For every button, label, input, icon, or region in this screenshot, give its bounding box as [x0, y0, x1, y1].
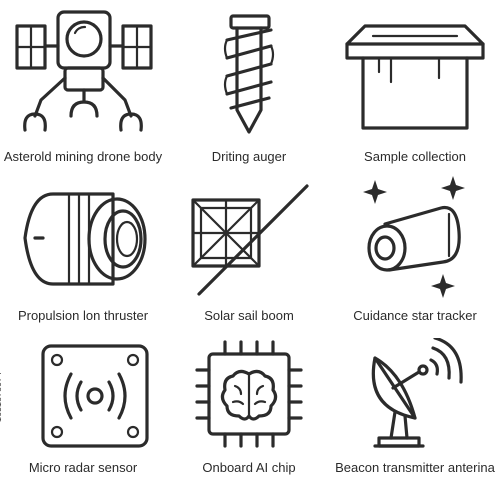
star-tracker-icon	[345, 174, 485, 314]
radar-sensor-icon	[13, 338, 153, 478]
dish-antenna-icon	[345, 338, 485, 478]
solar-sail-icon	[179, 174, 319, 314]
ai-chip-icon	[179, 338, 319, 478]
ion-thruster-icon	[13, 174, 153, 314]
label-radar-sensor: Micro radar sensor	[28, 460, 138, 475]
label-ion-thruster: Propulsion lon thruster	[17, 308, 149, 323]
label-mining-drone: Asterold mining drone body	[3, 149, 163, 164]
label-ai-chip: Onboard AI chip	[202, 460, 296, 475]
label-sample-box: Sample collection	[364, 149, 466, 164]
stock-id-watermark: 1631878074	[0, 371, 3, 422]
mining-drone-icon	[13, 8, 153, 148]
label-dish-antenna: Beacon transmitter anterina	[335, 460, 495, 475]
label-solar-sail: Solar sail boom	[204, 308, 294, 323]
sample-box-icon	[345, 8, 485, 148]
auger-icon	[179, 8, 319, 148]
label-auger: Driting auger	[211, 149, 287, 164]
label-star-tracker: Cuidance star tracker	[353, 308, 477, 323]
